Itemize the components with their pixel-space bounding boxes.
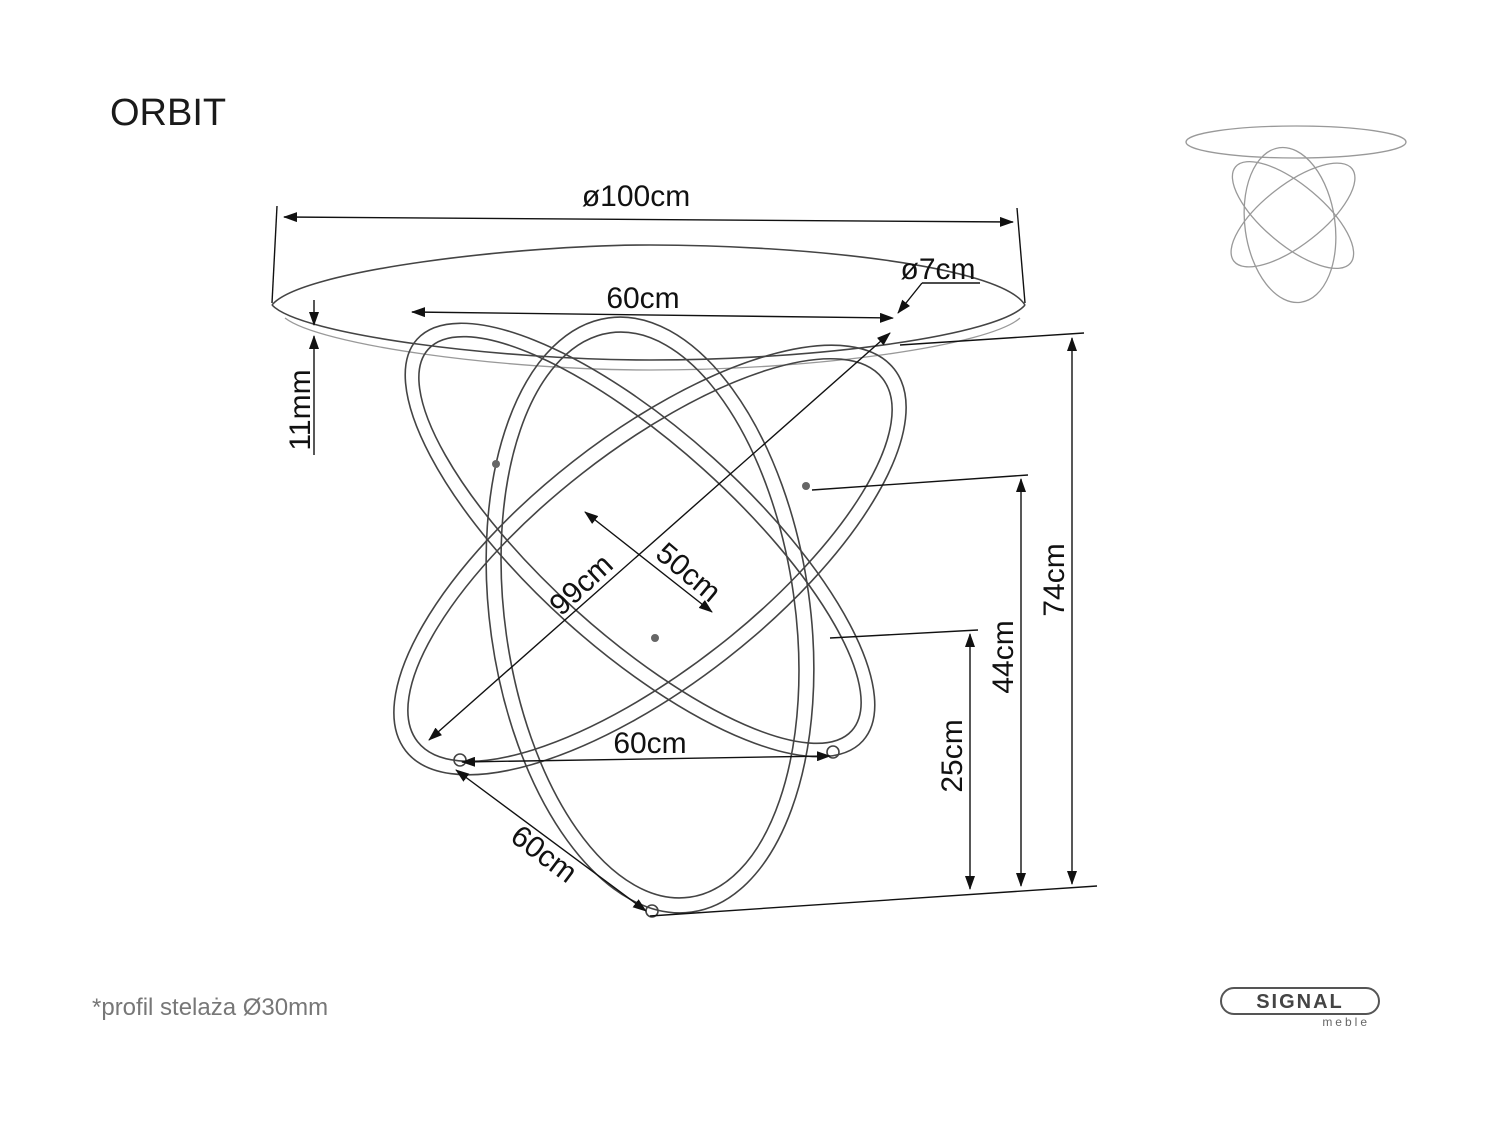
signal-logo: SIGNAL meble	[1220, 986, 1380, 1030]
dimension-ring-diagonal: 99cm	[428, 332, 891, 741]
dimension-height-upper: 44cm	[987, 478, 1026, 887]
label-inner-top: 60cm	[606, 282, 679, 315]
dimension-inner-top: 60cm	[411, 282, 894, 323]
dimension-leg-diameter: ø7cm	[897, 253, 980, 314]
dimension-base-width: 60cm	[461, 727, 831, 767]
dimension-top-diameter: ø100cm	[271, 180, 1026, 304]
label-base-depth: 60cm	[504, 819, 582, 890]
label-leg-diameter: ø7cm	[901, 253, 976, 286]
label-glass-thickness: 11mm	[284, 369, 317, 450]
product-thumbnail	[1185, 125, 1407, 304]
label-height-total: 74cm	[1038, 543, 1071, 616]
product-title: ORBIT	[110, 92, 227, 134]
height-extension-lines	[649, 332, 1098, 917]
label-height-upper: 44cm	[987, 620, 1020, 693]
dimension-height-lower: 25cm	[936, 633, 975, 890]
footnote: *profil stelaża Ø30mm	[92, 994, 329, 1021]
dimension-base-depth: 60cm	[455, 769, 647, 912]
dimension-height-total: 74cm	[1038, 337, 1077, 885]
label-top-diameter: ø100cm	[582, 180, 690, 213]
label-height-lower: 25cm	[936, 719, 969, 792]
logo-sub: meble	[1322, 1015, 1370, 1029]
dimension-glass-thickness: 11mm	[284, 300, 319, 455]
label-ring-diagonal: 99cm	[543, 548, 619, 622]
label-base-width: 60cm	[613, 727, 686, 760]
ring-frame	[393, 316, 907, 918]
logo-brand: SIGNAL	[1256, 991, 1344, 1013]
